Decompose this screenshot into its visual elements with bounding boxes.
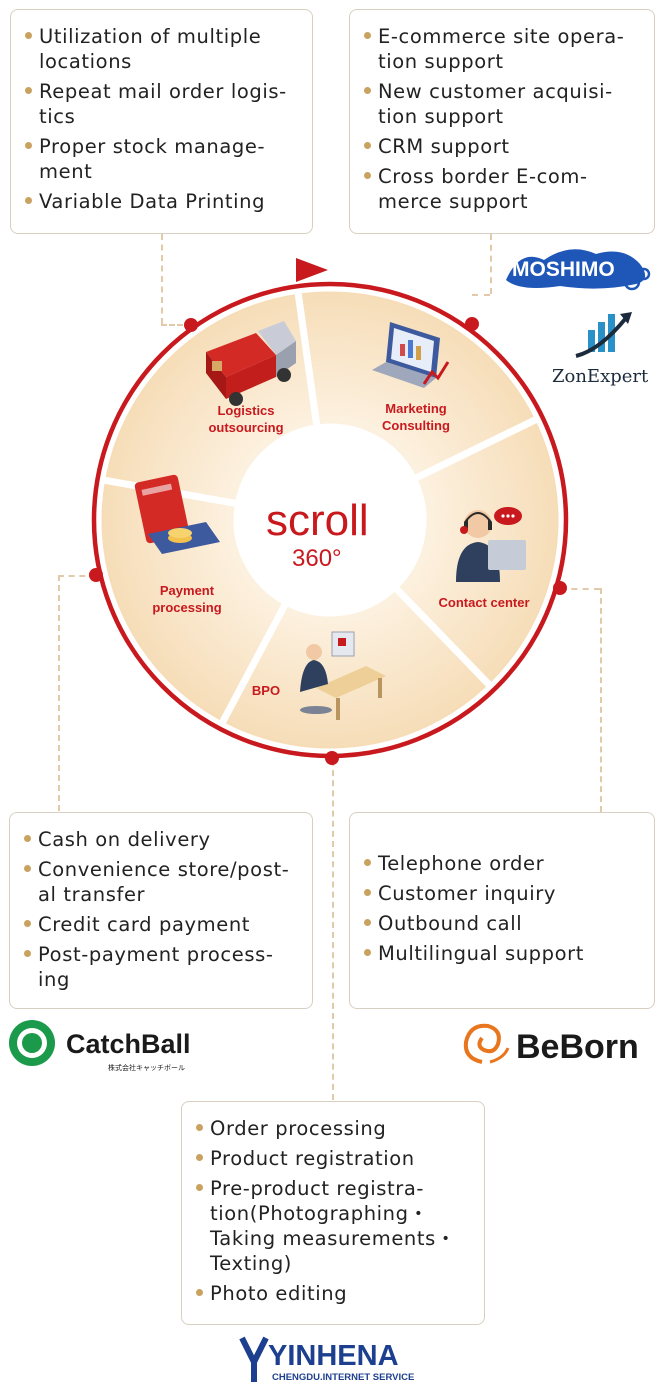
list-item: Multilingual support (364, 941, 646, 966)
segment-label-bpo: BPO (251, 683, 281, 698)
list-item: Pre-product registra- tion(Photographing… (196, 1176, 476, 1276)
ring-dot-marketing (465, 317, 479, 331)
connector-bpo (332, 760, 334, 1100)
laptop-chart-icon (372, 322, 450, 388)
list-item: Variable Data Printing (25, 189, 302, 214)
wheel-segment (216, 581, 497, 756)
beborn-logo: BeBorn (460, 1018, 660, 1074)
catchball-text: CatchBall (66, 1029, 191, 1059)
segment-label-payment: Payment processing (152, 583, 222, 615)
beborn-mark: BeBorn (463, 1023, 639, 1066)
connector-contact (600, 588, 602, 812)
beborn-text: BeBorn (516, 1028, 639, 1066)
credit-card-icon (134, 474, 220, 554)
list-item: Photo editing (196, 1281, 476, 1306)
moshimo-text: MOSHIMO (512, 258, 615, 281)
yinhena-text: YINHENA (268, 1340, 399, 1372)
yinhena-mark: YINHENA CHENGDU.INTERNET SERVICE (239, 1336, 414, 1383)
connector-marketing-h (472, 294, 490, 296)
list-item: Proper stock manage- ment (25, 134, 302, 184)
connector-logistics (161, 234, 163, 324)
list-item: CRM support (364, 134, 646, 159)
zonexpert-logo: ZonExpert (548, 310, 658, 388)
scroll-wordmark: scroll (266, 496, 369, 545)
list-item: Cross border E-com- merce support (364, 164, 646, 214)
truck-icon (206, 321, 296, 406)
catchball-logo: CatchBall 株式会社キャッチボール (8, 1018, 223, 1074)
list-item: Telephone order (364, 851, 646, 876)
list-item: New customer acquisi- tion support (364, 79, 646, 129)
segment-label-contact: Contact center (438, 595, 530, 610)
list-item: Post-payment process- ing (24, 942, 304, 992)
service-wheel: scroll 360° (89, 258, 569, 765)
segment-label-marketing: Marketing Consulting (382, 401, 450, 433)
wheel-segment (94, 475, 292, 730)
ring-dot-payment (89, 568, 103, 582)
list-item: Customer inquiry (364, 881, 646, 906)
moshimo-mark: MOSHIMO (506, 249, 651, 291)
connector-marketing (490, 234, 492, 294)
office-worker-icon (300, 631, 386, 720)
zonexpert-mark: ZonExpert (552, 312, 649, 387)
scroll-360: 360° (292, 545, 342, 572)
list-item: Repeat mail order logis- tics (25, 79, 302, 129)
list-item: Order processing (196, 1116, 476, 1141)
list-item: Product registration (196, 1146, 476, 1171)
yinhena-subtext: CHENGDU.INTERNET SERVICE (272, 1372, 414, 1383)
connector-contact-h (560, 588, 600, 590)
yinhena-logo: YINHENA CHENGDU.INTERNET SERVICE (238, 1332, 428, 1388)
ring-dot-logistics (184, 318, 198, 332)
list-item: Cash on delivery (24, 827, 304, 852)
segment-label-logistics: Logistics outsourcing (208, 403, 284, 435)
list-item: E-commerce site opera- tion support (364, 24, 646, 74)
list-item: Utilization of multiple locations (25, 24, 302, 74)
zonexpert-text: ZonExpert (552, 366, 649, 387)
ring-dot-contact (553, 581, 567, 595)
connector-logistics-h (161, 324, 191, 326)
catchball-mark: CatchBall 株式会社キャッチボール (9, 1020, 191, 1072)
scroll360-logo: scroll 360° (266, 496, 369, 572)
connector-payment (58, 575, 60, 811)
ring-arrowhead (296, 258, 328, 282)
headset-operator-icon (456, 507, 526, 582)
connector-payment-h (58, 575, 96, 577)
center-disc (238, 428, 422, 612)
catchball-subtext: 株式会社キャッチボール (108, 1063, 185, 1072)
moshimo-logo: MOSHIMO (500, 240, 660, 300)
list-item: Credit card payment (24, 912, 304, 937)
list-item: Outbound call (364, 911, 646, 936)
list-item: Convenience store/post- al transfer (24, 857, 304, 907)
ring-dot-bpo (325, 751, 339, 765)
